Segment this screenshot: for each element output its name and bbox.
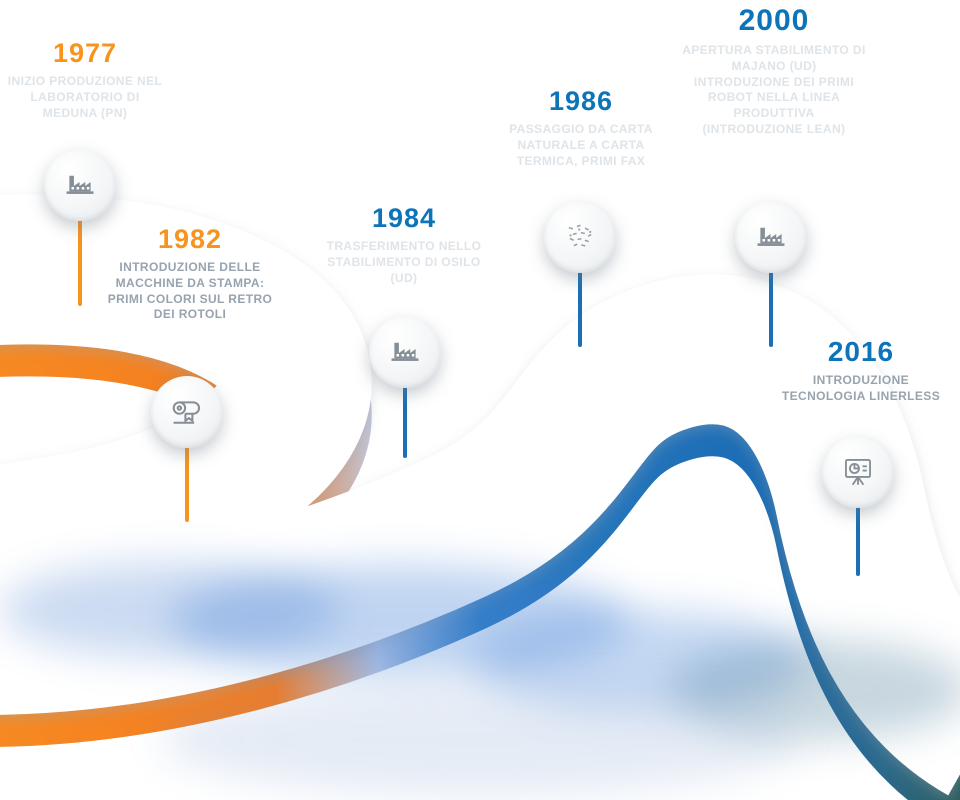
paper-scatter-icon — [568, 224, 592, 247]
milestone-1982: 1982 INTRODUZIONE DELLE MACCHINE DA STAM… — [105, 226, 275, 323]
milestone-description: INIZIO PRODUZIONE NEL LABORATORIO DI MED… — [7, 74, 163, 120]
milestone-description: TRASFERIMENTO NELLO STABILIMENTO DI OSIL… — [326, 239, 482, 285]
blue-glow-shadows — [0, 562, 960, 795]
stem-1977 — [78, 216, 82, 306]
milestone-year: 2016 — [827, 336, 895, 367]
milestone-marker-2000 — [735, 201, 807, 273]
milestone-year: 1977 — [52, 38, 118, 68]
milestone-marker-2016 — [822, 436, 894, 508]
milestone-description: APERTURA STABILIMENTO DI MAJANO (UD) INT… — [682, 43, 866, 137]
print-rolls-icon — [172, 401, 201, 424]
stem-1982 — [185, 444, 189, 522]
milestone-2016: 2016 INTRODUZIONE TECNOLOGIA LINERLESS — [775, 338, 947, 405]
milestone-year: 1984 — [371, 203, 437, 233]
milestone-2000: 2000 APERTURA STABILIMENTO DI MAJANO (UD… — [682, 6, 866, 138]
milestone-1977: 1977 INIZIO PRODUZIONE NEL LABORATORIO D… — [5, 40, 165, 121]
road-top-surface — [0, 194, 960, 796]
milestone-description: INTRODUZIONE DELLE MACCHINE DA STAMPA: P… — [107, 260, 273, 322]
milestone-description: PASSAGGIO DA CARTA NATURALE A CARTA TERM… — [509, 122, 653, 168]
milestone-year: 2000 — [738, 4, 810, 37]
factory-icon — [391, 342, 419, 361]
milestone-marker-1982 — [151, 376, 223, 448]
factory-icon — [757, 227, 785, 246]
stem-1986 — [578, 269, 582, 347]
milestone-year: 1986 — [548, 86, 614, 116]
milestone-marker-1984 — [369, 316, 441, 388]
stem-1984 — [403, 384, 407, 458]
stem-2000 — [769, 269, 773, 347]
milestone-1984: 1984 TRASFERIMENTO NELLO STABILIMENTO DI… — [318, 205, 490, 286]
factory-icon — [66, 175, 94, 194]
milestone-year: 1982 — [157, 224, 223, 254]
milestone-marker-1986 — [544, 201, 616, 273]
milestone-marker-1977 — [44, 149, 116, 221]
milestone-1986: 1986 PASSAGGIO DA CARTA NATURALE A CARTA… — [495, 88, 667, 169]
stem-2016 — [856, 504, 860, 576]
milestone-description: INTRODUZIONE TECNOLOGIA LINERLESS — [781, 373, 941, 403]
presentation-chart-icon — [845, 459, 871, 486]
